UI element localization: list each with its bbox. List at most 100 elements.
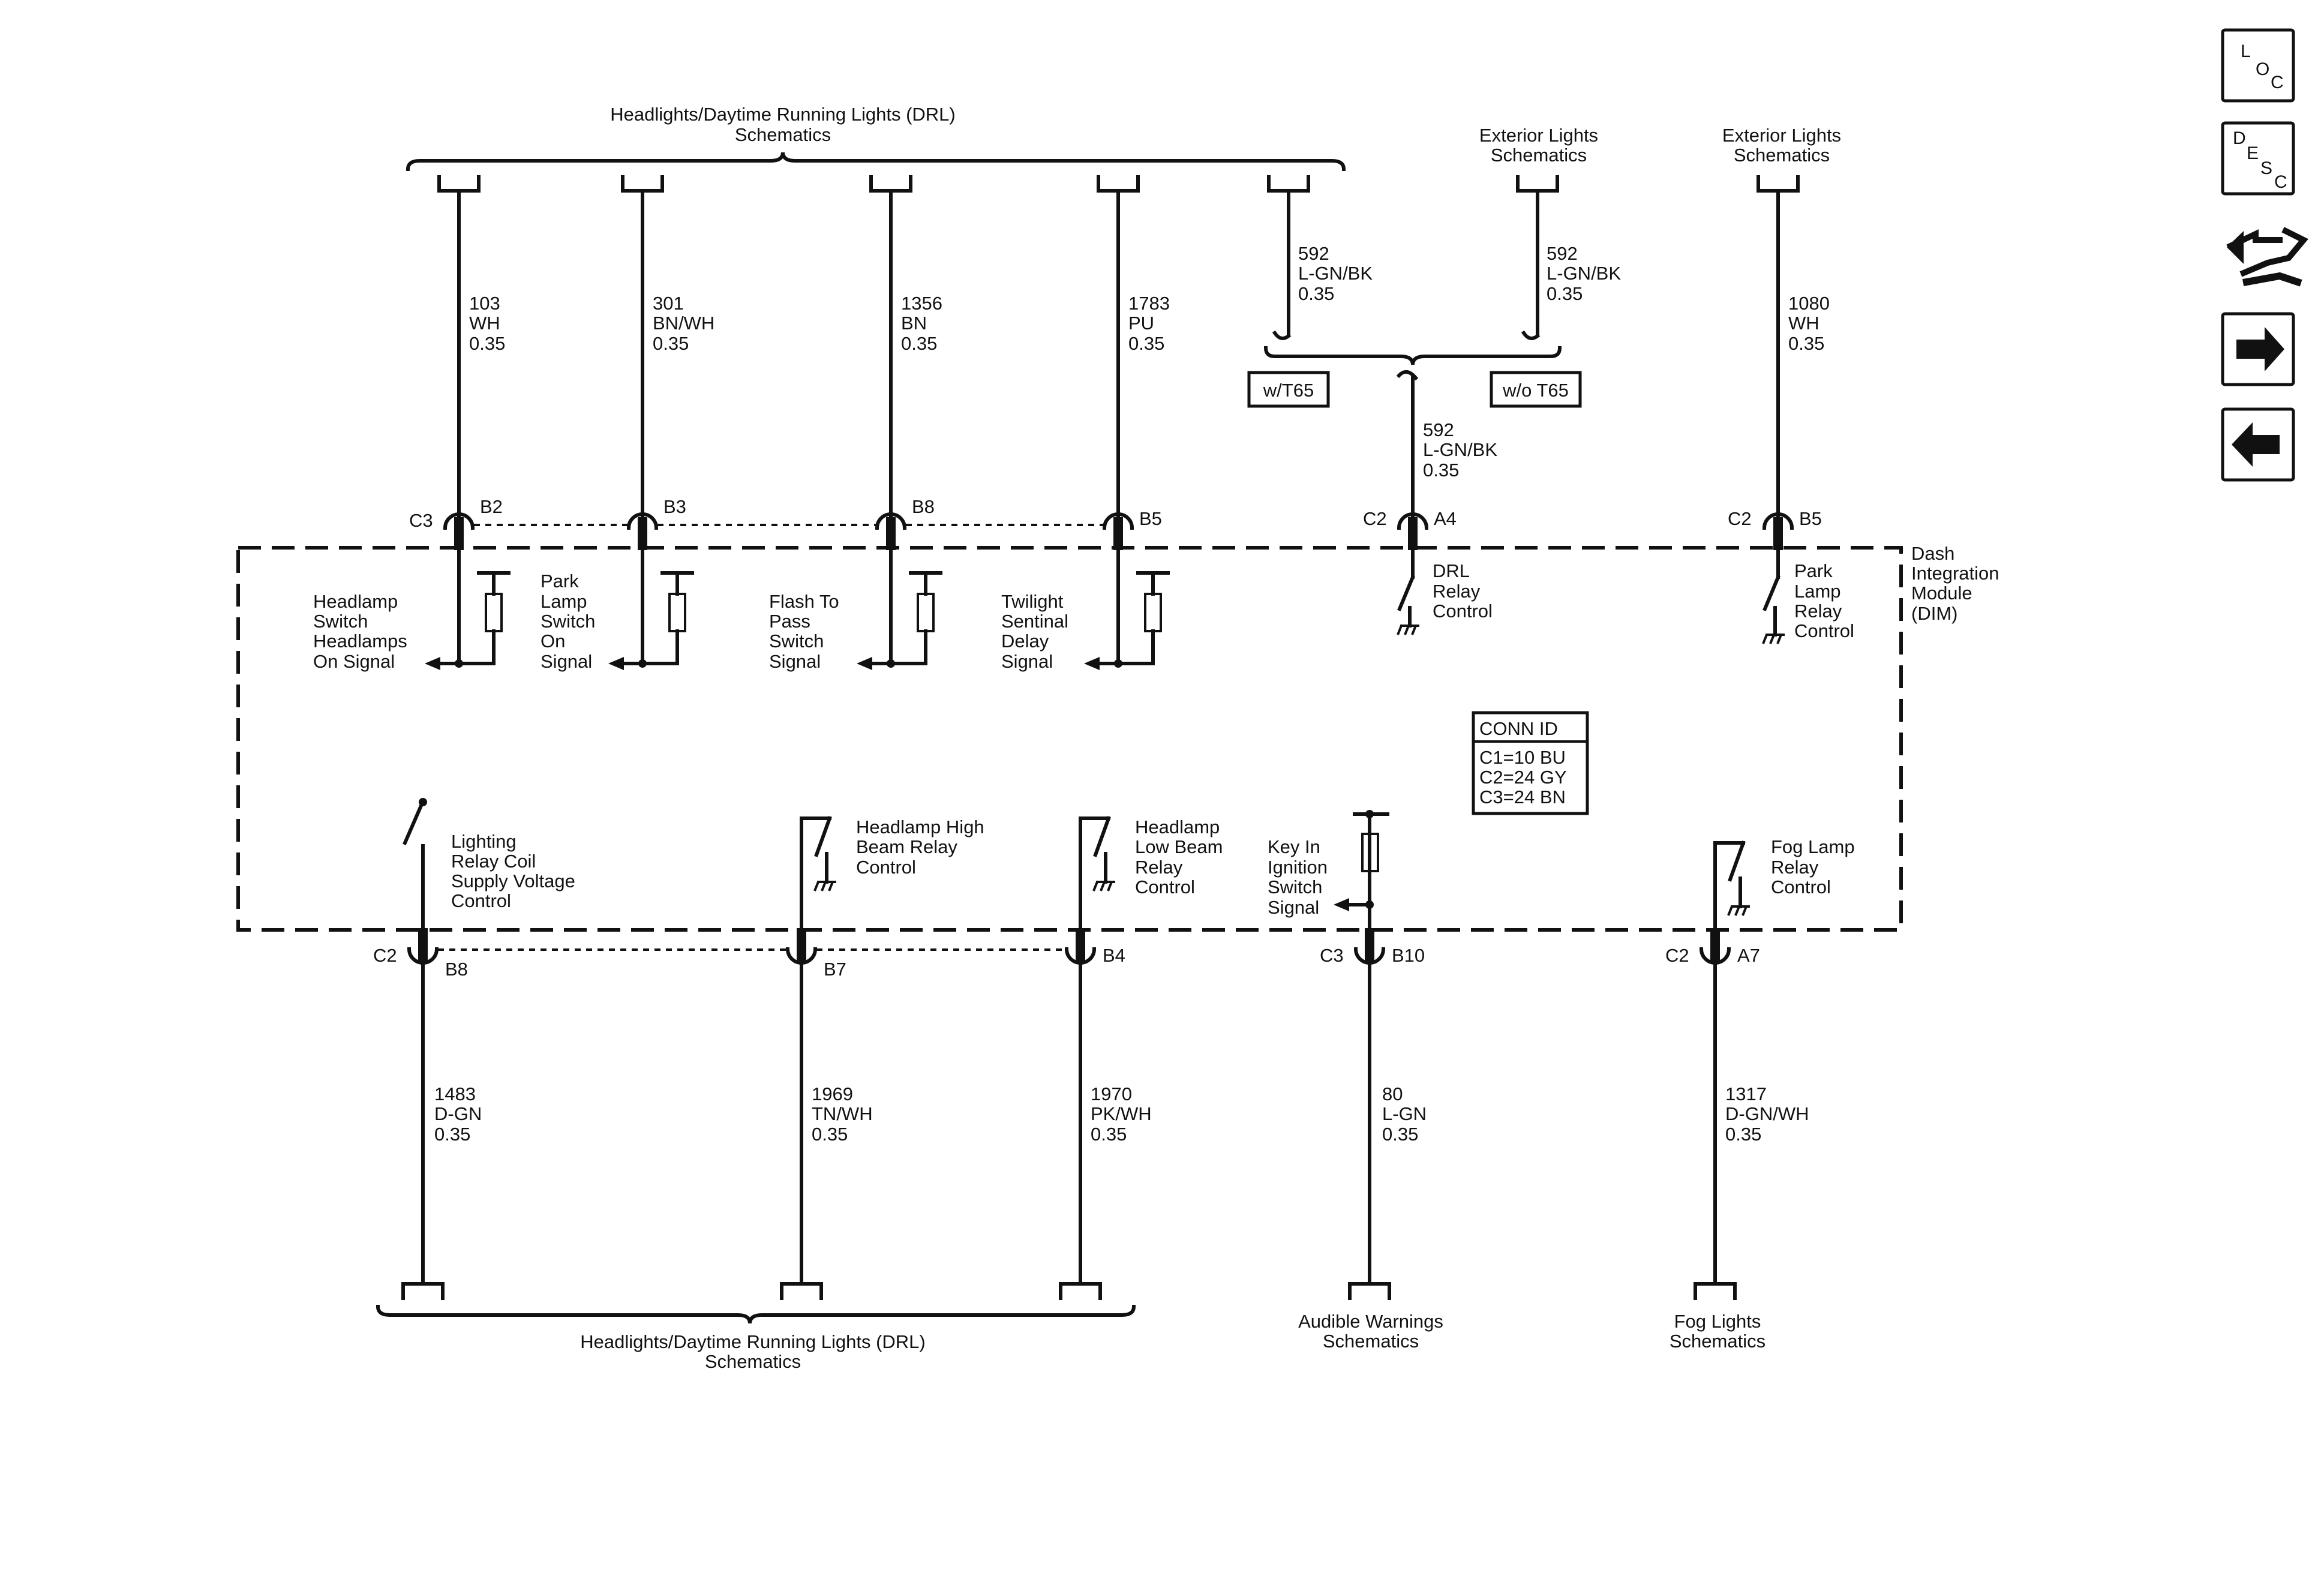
pin-b7: B7 — [824, 959, 846, 980]
svg-text:Twilight: Twilight — [1001, 591, 1064, 612]
option-end-hook — [1272, 330, 1292, 340]
top-ext-lights-reference-2[interactable]: Exterior Lights Schematics — [1722, 125, 1841, 166]
next-arrow-button[interactable] — [2221, 312, 2295, 386]
terminal — [1694, 1282, 1737, 1300]
right-arrow-icon — [2236, 327, 2284, 371]
svg-text:On: On — [541, 631, 565, 652]
svg-text:Control: Control — [451, 890, 511, 911]
svg-text:0.35: 0.35 — [1788, 333, 1824, 354]
signal-label-fog-lamp-relay: Fog Lamp Relay Control — [1771, 836, 1855, 897]
connector-c2-bottom: C2 — [373, 945, 397, 966]
conn-id-c2: C2=24 GY — [1479, 767, 1567, 788]
svg-text:Control: Control — [856, 857, 916, 878]
pin — [454, 517, 464, 550]
previous-arrow-button[interactable] — [2221, 407, 2295, 482]
signal-label-drl-relay-control: DRL Relay Control — [1433, 560, 1493, 622]
cavity — [443, 512, 475, 530]
bottom-terminals — [401, 1282, 1737, 1300]
svg-text:0.35: 0.35 — [1382, 1124, 1418, 1145]
option-without-t65-box — [1490, 371, 1582, 408]
top-wire-labels: 103 WH 0.35 301 BN/WH 0.35 1356 BN 0.35 … — [469, 243, 1830, 481]
svg-text:592: 592 — [1423, 419, 1454, 440]
svg-text:PU: PU — [1128, 313, 1154, 334]
input-circuit-flash — [857, 548, 942, 670]
svg-text:Control: Control — [1135, 876, 1195, 897]
svg-text:Sentinal: Sentinal — [1001, 611, 1068, 632]
svg-text:O: O — [2256, 59, 2269, 79]
pin — [1365, 928, 1374, 961]
svg-text:Relay: Relay — [1433, 581, 1481, 602]
desc-button[interactable]: D E S C — [2221, 121, 2295, 196]
signal-label-park-lamp-relay-control: Park Lamp Relay Control — [1794, 560, 1854, 641]
option-with-t65-box — [1247, 371, 1330, 408]
bottom-drl-reference[interactable]: Headlights/Daytime Running Lights (DRL) … — [376, 1304, 1136, 1372]
driver-park-lamp-relay — [1762, 548, 1785, 644]
svg-text:L-GN/BK: L-GN/BK — [1547, 263, 1621, 284]
svg-text:DRL: DRL — [1433, 560, 1470, 581]
svg-text:0.35: 0.35 — [1725, 1124, 1761, 1145]
connector-wrench-icon[interactable] — [2226, 227, 2308, 287]
cavity — [1397, 512, 1429, 530]
connector-c2-bottom-b: C2 — [1665, 945, 1689, 966]
pin-b8-bottom: B8 — [445, 959, 468, 980]
bottom-fog-reference[interactable]: Fog Lights Schematics — [1670, 1311, 1765, 1352]
dim-module-boundary — [236, 546, 1903, 932]
module-label: Dash Integration Module (DIM) — [1911, 543, 1999, 624]
svg-text:0.35: 0.35 — [653, 333, 689, 354]
svg-text:Switch: Switch — [1268, 876, 1322, 897]
terminal — [1059, 1282, 1102, 1300]
svg-text:1783: 1783 — [1128, 293, 1170, 314]
svg-text:Headlamp: Headlamp — [1135, 816, 1220, 837]
driver-drl-relay — [1397, 548, 1419, 635]
bottom-wire-labels: 1483 D-GN 0.35 1969 TN/WH 0.35 1970 PK/W… — [434, 1083, 1809, 1145]
svg-text:Signal: Signal — [1001, 651, 1053, 672]
pin-a7: A7 — [1737, 945, 1760, 966]
svg-text:WH: WH — [469, 313, 500, 334]
pin — [1113, 517, 1123, 550]
driver-fog-lamp-relay — [1713, 840, 1750, 933]
pin — [886, 517, 896, 550]
pin-a4: A4 — [1434, 508, 1457, 529]
top-ext1-line1: Exterior Lights — [1479, 125, 1598, 146]
svg-text:1356: 1356 — [901, 293, 942, 314]
input-circuit-twilight — [1084, 548, 1170, 670]
option-end-hook — [1521, 330, 1541, 340]
connector-c3-bottom: C3 — [1320, 945, 1344, 966]
svg-text:1080: 1080 — [1788, 293, 1830, 314]
svg-text:0.35: 0.35 — [434, 1124, 470, 1145]
connector-c2-b: C2 — [1728, 508, 1752, 529]
cavity — [1762, 512, 1794, 530]
cavity — [626, 512, 659, 530]
cavity — [875, 512, 907, 530]
svg-text:PK/WH: PK/WH — [1091, 1103, 1152, 1124]
svg-text:592: 592 — [1298, 243, 1329, 264]
svg-text:Integration: Integration — [1911, 563, 1999, 584]
svg-text:Relay Coil: Relay Coil — [451, 851, 536, 872]
signal-label-lighting-relay-coil: Lighting Relay Coil Supply Voltage Contr… — [451, 831, 575, 911]
svg-text:Signal: Signal — [769, 651, 821, 672]
wire-label-1783: 1783 PU 0.35 — [1128, 293, 1170, 354]
bottom-wires — [421, 958, 1717, 1286]
svg-text:Park: Park — [541, 571, 579, 592]
wire-label-301: 301 BN/WH 0.35 — [653, 293, 714, 354]
terminal — [1516, 175, 1559, 193]
top-ext-lights-reference-1[interactable]: Exterior Lights Schematics — [1479, 125, 1598, 166]
terminal — [1097, 175, 1140, 193]
pin-b4: B4 — [1103, 945, 1125, 966]
loc-button[interactable]: L O C — [2221, 28, 2295, 103]
signal-label-park-lamp-switch: Park Lamp Switch On Signal — [541, 571, 595, 672]
svg-text:Headlamp High: Headlamp High — [856, 816, 984, 837]
conn-id-box — [1472, 711, 1589, 815]
signal-arrow — [608, 657, 624, 670]
top-drl-reference[interactable]: Headlights/Daytime Running Lights (DRL) … — [406, 104, 1346, 172]
signal-label-twilight-sentinal: Twilight Sentinal Delay Signal — [1001, 591, 1068, 672]
svg-text:Relay: Relay — [1771, 857, 1819, 878]
svg-text:L: L — [2241, 41, 2251, 61]
bottom-audible-reference[interactable]: Audible Warnings Schematics — [1298, 1311, 1443, 1352]
top-ext2-line2: Schematics — [1734, 145, 1830, 166]
signal-label-headlamp-switch: Headlamp Switch Headlamps On Signal — [313, 591, 407, 672]
wire-label-103: 103 WH 0.35 — [469, 293, 505, 354]
svg-text:Delay: Delay — [1001, 631, 1049, 652]
bottom-audible-line1: Audible Warnings — [1298, 1311, 1443, 1332]
